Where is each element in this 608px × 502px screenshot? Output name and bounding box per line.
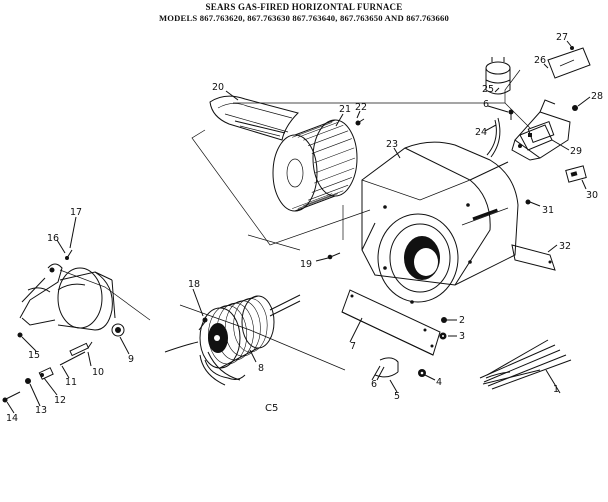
- control-bracket: [511, 99, 571, 161]
- callout-20: 20: [212, 82, 224, 93]
- callout-8: 8: [258, 363, 264, 374]
- screw-31: [525, 199, 531, 205]
- grommet: [111, 323, 125, 337]
- callout-19: 19: [300, 259, 312, 270]
- wiring-harness: [479, 339, 572, 390]
- callout-5: 5: [394, 391, 400, 402]
- wheel-vane: [303, 124, 344, 141]
- motor-screw: [202, 317, 208, 323]
- callout-29: 29: [570, 146, 582, 157]
- wheel-vane: [297, 122, 338, 138]
- wheel-vane: [297, 193, 338, 209]
- callout-31: 31: [542, 205, 554, 216]
- screw-28: [572, 105, 578, 111]
- blower-wheel: [272, 119, 358, 212]
- wheel-vane: [311, 177, 352, 193]
- motor-mounting-rail: [341, 289, 441, 356]
- wheel-vane: [307, 184, 349, 201]
- callout-2: 2: [459, 315, 465, 326]
- callout-27: 27: [556, 32, 568, 43]
- model-list: MODELS 867.763620, 867.763630 867.763640…: [158, 13, 450, 23]
- wheel-vane: [314, 157, 356, 174]
- assembly-bracket-lines: [59, 69, 531, 371]
- leader-lines: [6, 40, 591, 414]
- callout-16: 16: [47, 233, 59, 244]
- callout-17: 17: [70, 207, 82, 218]
- bolt-14: [2, 391, 21, 403]
- callout-22: 22: [355, 102, 367, 113]
- grommet-24: [486, 117, 501, 158]
- callout-3: 3: [459, 331, 465, 342]
- ground-strap: [371, 357, 399, 381]
- wheel-vane: [314, 147, 355, 164]
- callout-1: 1: [553, 384, 559, 395]
- callout-26: 26: [534, 55, 546, 66]
- callout-6-lower: 6: [371, 379, 377, 390]
- blower-motor: [164, 294, 301, 386]
- diagram-title: SEARS GAS-FIRED HORIZONTAL FURNACE: [205, 2, 403, 12]
- blower-cutoff-plate: [209, 95, 299, 141]
- nut-3: [439, 332, 447, 340]
- wheel-vane: [314, 167, 355, 184]
- capacitor-mount-bracket: [547, 47, 591, 79]
- callout-10: 10: [92, 367, 104, 378]
- callout-11: 11: [65, 377, 77, 388]
- motor-mount-band: [17, 249, 116, 338]
- wheel-vane: [292, 193, 333, 209]
- nut-4: [418, 369, 426, 377]
- callout-32: 32: [559, 241, 571, 252]
- callout-12: 12: [54, 395, 66, 406]
- callout-15: 15: [28, 350, 40, 361]
- screw-6-upper: [508, 109, 514, 120]
- callout-25: 25: [482, 84, 494, 95]
- blower-housing: [361, 141, 519, 304]
- wheel-vane: [311, 138, 352, 154]
- callout-18: 18: [188, 279, 200, 290]
- callout-30: 30: [586, 190, 598, 201]
- callout-14: 14: [6, 413, 18, 424]
- callout-24: 24: [475, 127, 487, 138]
- figure-caption: C5: [265, 403, 278, 414]
- set-screw: [355, 118, 365, 126]
- callout-6-upper: 6: [483, 99, 489, 110]
- spacer: [38, 367, 54, 380]
- callout-9: 9: [128, 354, 134, 365]
- capacitor: [485, 57, 511, 95]
- mount-stud: [59, 341, 93, 366]
- washer: [25, 378, 31, 384]
- callout-13: 13: [35, 405, 47, 416]
- wheel-vane: [292, 122, 333, 138]
- callout-21: 21: [339, 104, 351, 115]
- motor-ring: [233, 298, 268, 353]
- wheel-vane: [307, 130, 349, 147]
- callout-28: 28: [591, 91, 603, 102]
- callout-7: 7: [350, 341, 356, 352]
- bolt-19: [327, 252, 341, 260]
- callout-23: 23: [386, 139, 398, 150]
- bracket-screw-27: [570, 46, 574, 50]
- blower-side-rail: [511, 244, 556, 271]
- callout-labels: 1 2 3 4 5 6 6 7 8 9 10 11 12 13 14 15 16…: [6, 32, 603, 424]
- callout-4: 4: [436, 377, 442, 388]
- terminal-block: [565, 165, 587, 183]
- wheel-vane: [303, 190, 344, 207]
